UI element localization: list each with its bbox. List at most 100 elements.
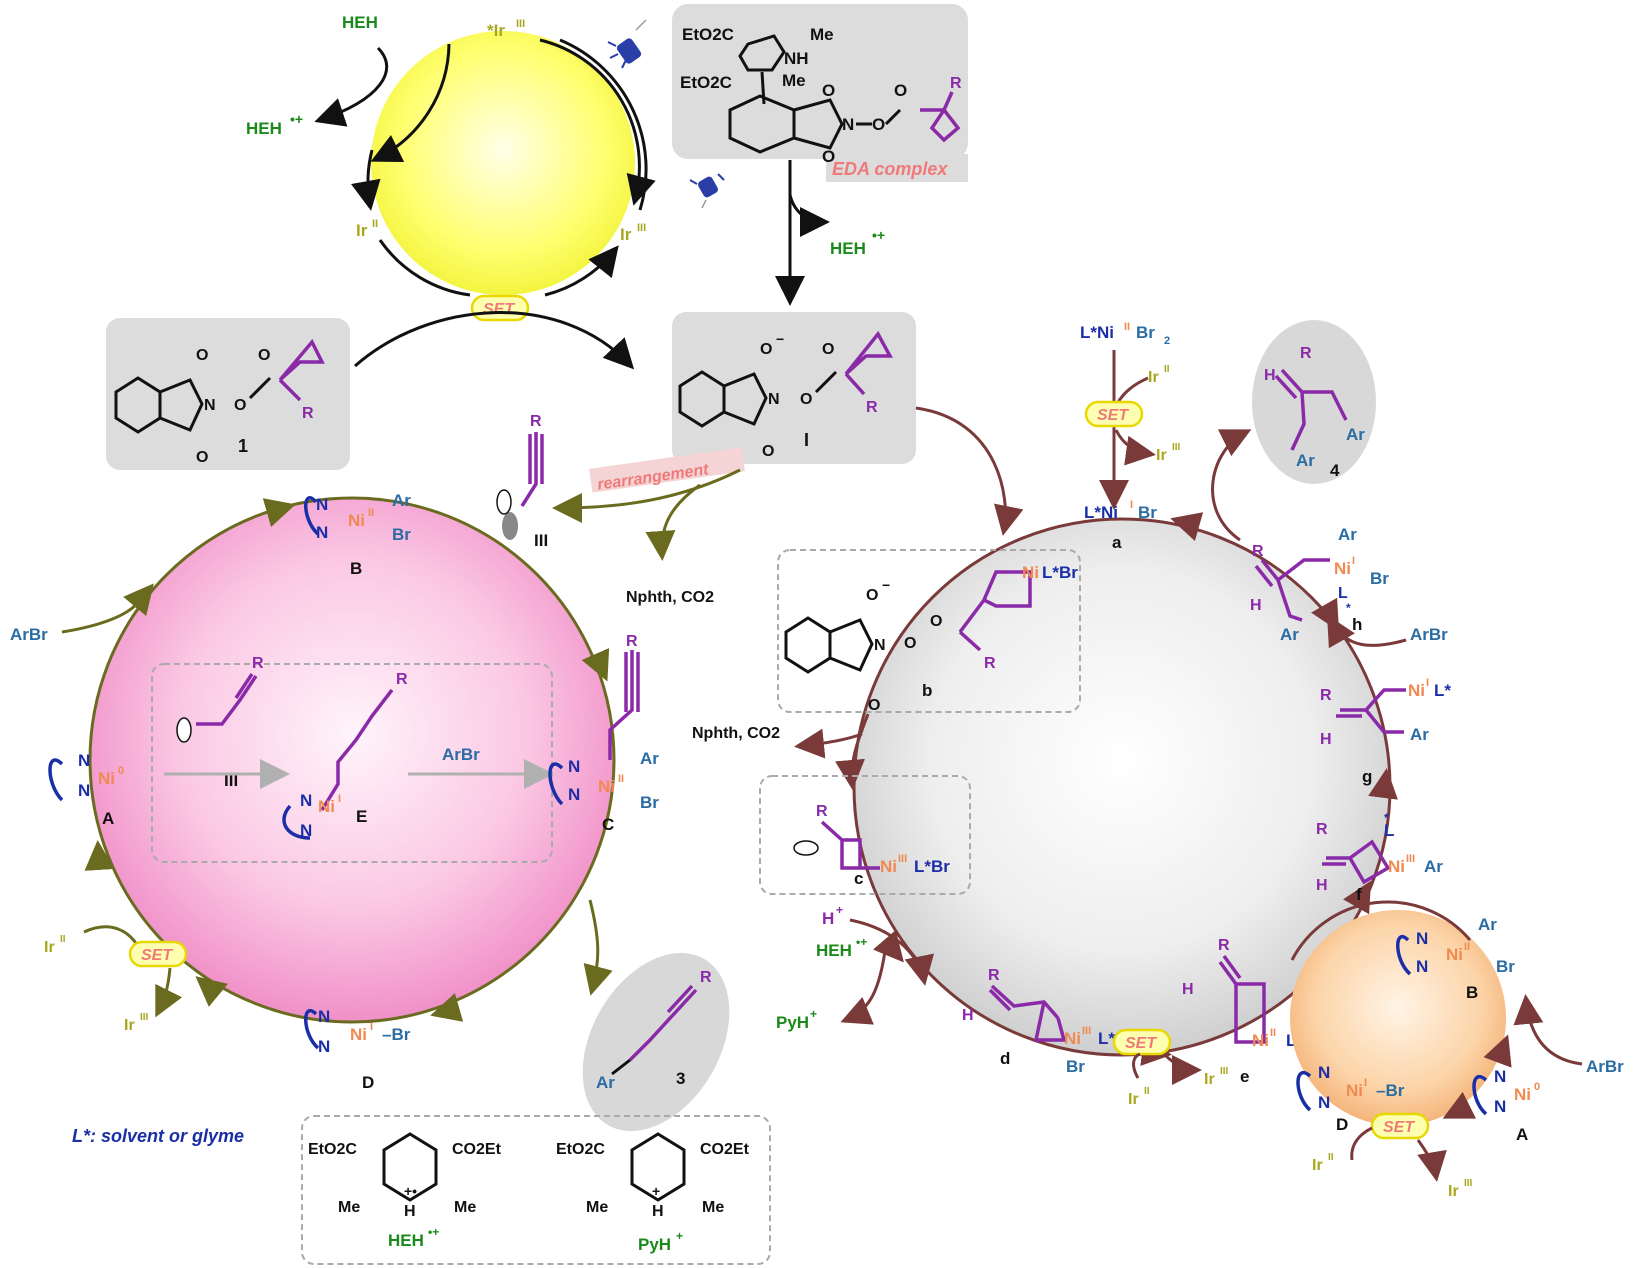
ir-ground-ox: III — [637, 222, 646, 234]
right-e-r: R — [1218, 937, 1230, 954]
left-A-ni-ox: 0 — [118, 765, 124, 777]
right-h-label: h — [1352, 615, 1362, 634]
left-ir-in: Ir — [44, 939, 55, 956]
small-ir-in-ox: II — [1328, 1152, 1334, 1163]
left-C-ni-ox: II — [618, 773, 624, 785]
rearrangement-bg — [589, 447, 745, 493]
right-h-h: H — [1250, 597, 1262, 614]
right-b-o-top: O — [866, 587, 878, 604]
right-h-br: Br — [1370, 569, 1389, 588]
product-4-ar-right: Ar — [1346, 425, 1365, 444]
compound-I-o-top: O — [760, 341, 772, 358]
eda-heh-charge: •+ — [872, 227, 885, 243]
small-A-label: A — [1516, 1125, 1528, 1144]
ir-reduced-label: Ir — [356, 221, 368, 240]
product-4-label: 4 — [1330, 461, 1340, 480]
left-E-n2: N — [300, 821, 312, 840]
small-ir-out-ox: III — [1464, 1178, 1473, 1189]
small-B-n2: N — [1416, 957, 1428, 976]
heh-radical-charge: •+ — [290, 111, 303, 127]
small-set-label: SET — [1383, 1119, 1415, 1136]
eda-o-top: O — [822, 81, 835, 100]
small-B-label: B — [1466, 983, 1478, 1002]
left-III-label: III — [224, 771, 238, 790]
photo-cycle: HEH HEH •+ *Ir III Ir II Ir III SET — [246, 13, 656, 322]
legend-heh-label-charge: •+ — [428, 1225, 439, 1239]
arrow-I-to-b — [915, 406, 1024, 536]
right-b-lbr: L*Br — [1042, 563, 1078, 582]
arrow-nphth-right — [794, 728, 863, 759]
eda-heh-out: HEH — [830, 239, 866, 258]
arrow-b-to-c — [835, 713, 870, 790]
left-E-label: E — [356, 807, 367, 826]
legend-heh-ester-right: CO2Et — [452, 1141, 502, 1158]
compound-1-o-bot: O — [196, 449, 208, 466]
right-d-br: Br — [1066, 1057, 1085, 1076]
right-b-o-ester: O — [904, 635, 916, 652]
product-4-bg — [1252, 320, 1376, 484]
nphth-right-label: Nphth, CO2 — [692, 725, 780, 742]
right-heh: HEH — [816, 941, 852, 960]
right-c-orbital-icon — [793, 840, 819, 856]
left-cycle: ArBr N N Ni II Ar Br B N N Ni 0 A R III … — [10, 491, 730, 1132]
set-badge-small — [1370, 1112, 1430, 1140]
small-ir-in: Ir — [1312, 1157, 1323, 1174]
ir-excited-label: *Ir — [487, 21, 505, 40]
right-a-label: a — [1112, 533, 1122, 552]
right-f-ni: Ni — [1388, 857, 1405, 876]
eda-me-top: Me — [810, 25, 834, 44]
eda-label: EDA complex — [832, 159, 948, 179]
legend-heh-me-right: Me — [454, 1199, 476, 1216]
right-f-ar: Ar — [1424, 857, 1443, 876]
left-C-n2: N — [568, 785, 580, 804]
eda-ester-bottom: EtO2C — [680, 73, 732, 92]
right-set-d-label: SET — [1125, 1035, 1157, 1052]
right-cycle-disc — [854, 519, 1390, 1055]
legend-heh-ester-left: EtO2C — [308, 1141, 357, 1158]
right-h-l-star: * — [1346, 601, 1351, 615]
right-ir-out: Ir — [1156, 447, 1167, 464]
legend: L*: solvent or glyme EtO2C CO2Et Me Me H… — [72, 1115, 771, 1265]
legend-pyh-me-left: Me — [586, 1199, 608, 1216]
right-pyh-charge: + — [810, 1007, 817, 1021]
right-b-o-carb: O — [930, 613, 942, 630]
right-h-plus: H — [822, 909, 834, 928]
right-ir-in-ox: II — [1164, 364, 1170, 375]
left-E-ni: Ni — [318, 797, 335, 816]
small-D-br: –Br — [1376, 1081, 1405, 1100]
legend-heh-h: H — [404, 1203, 416, 1220]
right-b-ni: Ni — [1022, 563, 1039, 582]
arrow-small-ir-in — [1350, 1126, 1373, 1161]
nphth-left-label: Nphth, CO2 — [626, 589, 714, 606]
left-III-orbital-icon — [176, 717, 192, 743]
product-4-ar-left: Ar — [1296, 451, 1315, 470]
right-ir-in: Ir — [1148, 369, 1159, 386]
right-h-ni-ox: I — [1352, 555, 1355, 567]
product-4-r: R — [1300, 345, 1312, 362]
right-g-h: H — [1320, 731, 1332, 748]
arrow-pyh — [840, 943, 888, 1025]
right-precursor-ox: II — [1124, 321, 1130, 333]
right-h-ar-top: Ar — [1338, 525, 1357, 544]
right-b-o-charge: − — [882, 577, 890, 593]
right-e-ni: Ni — [1252, 1031, 1269, 1050]
right-precursor: L*Ni — [1080, 323, 1114, 342]
left-A-label: A — [102, 809, 114, 828]
left-D-n1: N — [318, 1007, 330, 1026]
eda-nh: NH — [784, 49, 809, 68]
right-g-ni-ox: I — [1426, 677, 1429, 689]
arrow-ir-out-left — [155, 967, 183, 1018]
eda-o-ester: O — [872, 115, 885, 134]
left-A-n1: N — [78, 751, 90, 770]
left-D-label: D — [362, 1073, 374, 1092]
eda-me-bottom: Me — [782, 71, 806, 90]
left-C-ar: Ar — [640, 749, 659, 768]
radical-III-label: III — [534, 531, 548, 550]
right-a-ox: I — [1130, 499, 1133, 511]
right-f-h: H — [1316, 877, 1328, 894]
left-A-n2: N — [78, 781, 90, 800]
small-D-ni-ox: I — [1364, 1077, 1367, 1089]
left-B-label: B — [350, 559, 362, 578]
set-label-top: SET — [483, 301, 515, 318]
right-h-plus-charge: + — [836, 903, 843, 917]
